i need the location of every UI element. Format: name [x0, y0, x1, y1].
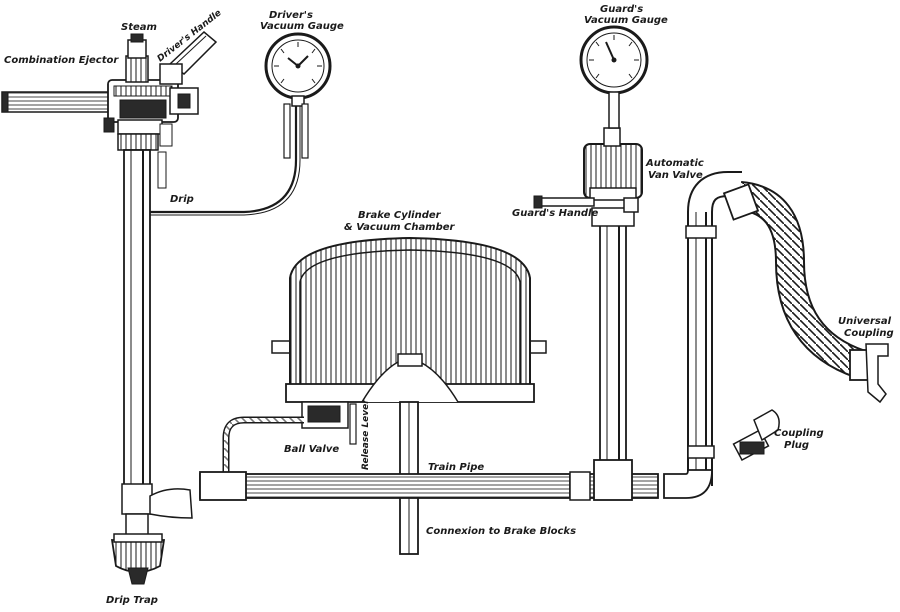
- drip-pipe: [117, 133, 193, 537]
- automatic-van-valve: [583, 127, 643, 201]
- label-combination-ejector: Combination Ejector: [4, 55, 119, 66]
- guards-vertical-pipe: [591, 207, 635, 501]
- label-release-lever: Release Lever: [361, 399, 371, 470]
- label-coupling-plug-1: Coupling: [774, 428, 824, 439]
- drip-trap: [110, 533, 166, 585]
- label-automatic-van-valve-2: Van Valve: [648, 170, 703, 181]
- universal-coupling: [722, 181, 889, 404]
- drivers-vacuum-gauge: [264, 32, 332, 159]
- label-automatic-van-valve-1: Automatic: [645, 158, 704, 169]
- ball-valve: [301, 401, 357, 445]
- label-guards-handle: Guard's Handle: [512, 208, 598, 219]
- label-drip-trap: Drip Trap: [106, 595, 158, 606]
- label-ball-valve: Ball Valve: [284, 444, 339, 455]
- guards-handle: [533, 195, 639, 213]
- label-guards-gauge-1: Guard's: [600, 4, 643, 15]
- label-coupling-plug-2: Plug: [784, 440, 809, 451]
- coupling-plug: [732, 409, 780, 462]
- guards-vacuum-gauge: [579, 25, 649, 129]
- combination-ejector: [1, 33, 199, 189]
- label-universal-coupling-2: Coupling: [844, 328, 894, 339]
- label-drivers-gauge-1: Driver's: [269, 10, 313, 21]
- label-drivers-gauge-2: Vacuum Gauge: [260, 21, 344, 32]
- train-pipe: [199, 471, 659, 501]
- label-steam: Steam: [121, 22, 157, 33]
- label-brake-cylinder-1: Brake Cylinder: [358, 210, 442, 221]
- drivers-handle: [159, 30, 218, 85]
- label-guards-gauge-2: Vacuum Gauge: [584, 15, 668, 26]
- brake-cylinder: [271, 236, 547, 403]
- label-brake-cylinder-2: & Vacuum Chamber: [344, 222, 456, 233]
- label-drip: Drip: [170, 194, 194, 205]
- label-connexion: Connexion to Brake Blocks: [426, 526, 576, 537]
- label-train-pipe: Train Pipe: [428, 462, 484, 473]
- coupling-standpipe: [663, 171, 742, 499]
- label-universal-coupling-1: Universal: [838, 316, 892, 327]
